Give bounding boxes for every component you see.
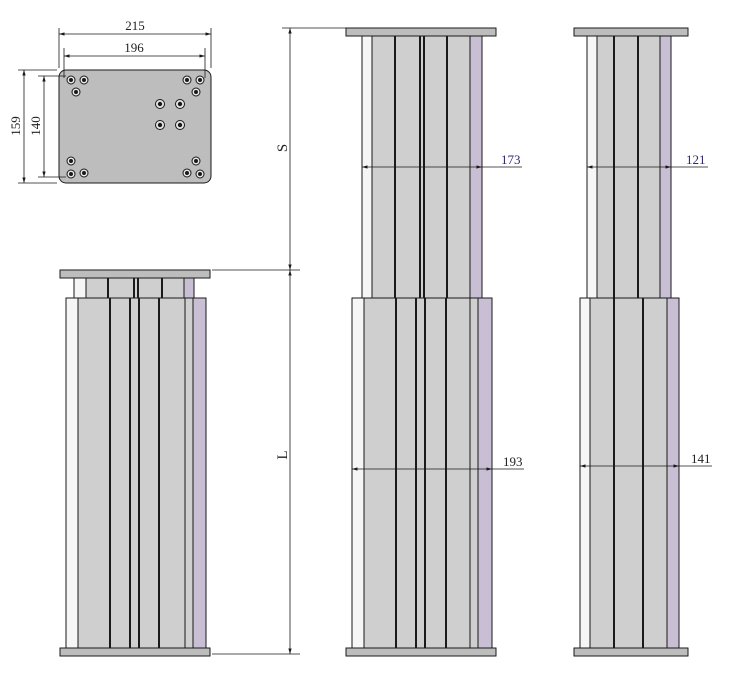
extended-wide-column-view: 173 193 [345,27,524,657]
dim-140: 140 [28,116,43,136]
bottom-plate [59,647,211,657]
dim-159: 159 [8,116,23,136]
stroke-label: S [275,144,291,152]
mounting-plate [58,69,212,184]
dim-193: 193 [503,454,523,469]
dim-215: 215 [125,18,145,33]
dim-196: 196 [124,40,144,55]
plate-holes [66,75,205,179]
lower-tube-narrow [579,297,680,649]
dim-121: 121 [686,152,706,167]
lower-tube-wide [351,297,493,649]
length-label: L [275,450,291,459]
extended-narrow-column-view: 121 141 [573,27,712,657]
top-plate [59,269,211,279]
outer-tube [65,297,207,649]
dim-141: 141 [691,451,711,466]
dim-173: 173 [501,152,521,167]
mounting-plate-view: 215 196 159 140 [8,18,212,184]
retracted-column-view: S L [59,27,348,657]
